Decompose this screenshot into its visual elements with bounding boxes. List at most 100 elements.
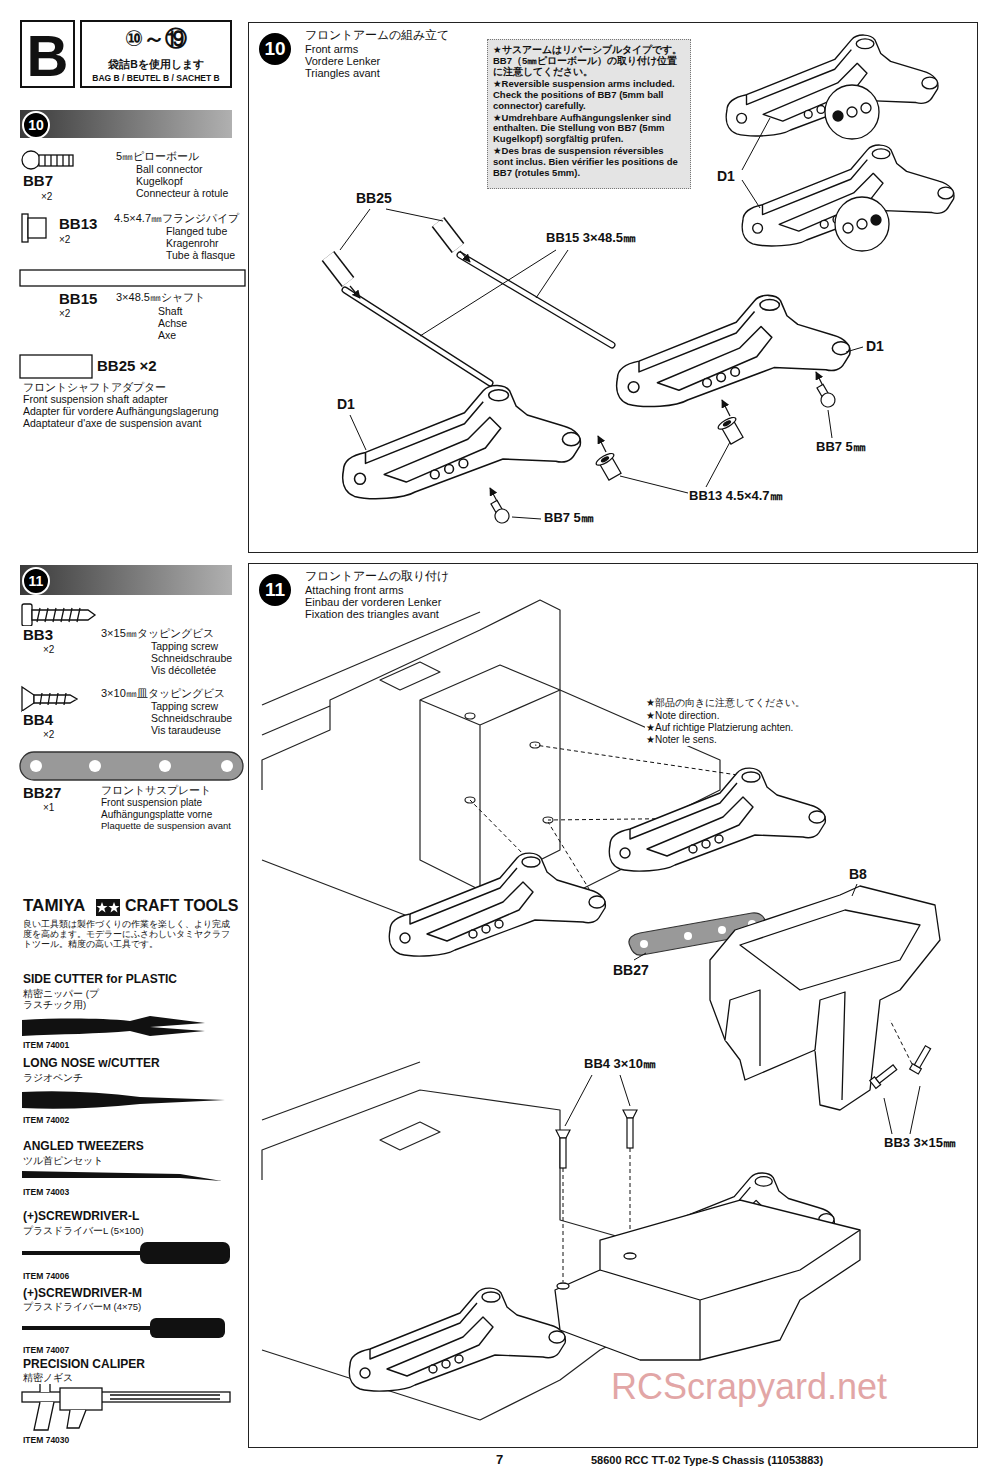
bulkhead: [815, 992, 845, 1100]
part-label: D1: [716, 168, 736, 184]
part-name: Kragenrohr: [165, 237, 220, 249]
watermark: RCScrapyard.net: [610, 1366, 888, 1407]
shaft-adapter: [438, 222, 458, 248]
tool-picture: [150, 1318, 225, 1338]
part-name: 3×15㎜タッピングビス: [100, 627, 215, 640]
bulkhead: [710, 886, 940, 1110]
tool-picture: [22, 1091, 225, 1109]
part-name: Tapping screw: [150, 700, 219, 712]
countersunk-screw-icon: [40, 693, 66, 705]
assembly-arrow: [722, 400, 730, 416]
item-number: ITEM 74030: [22, 1436, 70, 1446]
alignment-line: [563, 1168, 564, 1282]
tool-name-ja: ラジオペンチ: [22, 1073, 84, 1084]
part-label: D1: [336, 396, 356, 412]
countersunk-screw-icon: [22, 687, 77, 711]
tool-name: (+)SCREWDRIVER-M: [22, 1287, 143, 1301]
leader-line: [742, 118, 770, 170]
alignment-line: [535, 745, 751, 777]
note-text: ★部品の向きに注意してください。: [645, 697, 806, 709]
tool-picture: [22, 1016, 205, 1036]
flanged-tube-icon: [22, 214, 28, 242]
item-number: ITEM 74006: [22, 1272, 70, 1282]
part-code: BB25 ×2: [96, 357, 158, 374]
page-number: 7: [495, 1453, 504, 1468]
bag-letter: B: [22, 24, 73, 88]
brand-stars: [97, 902, 108, 913]
screw: [914, 1046, 930, 1068]
suspension-plate-icon: [89, 760, 101, 772]
chassis-outline: [262, 1062, 420, 1120]
assembly-arrow: [460, 251, 470, 262]
suspension-plate-icon: [20, 752, 243, 780]
step-title: フロントアームの取り付け: [305, 570, 449, 583]
leader-line: [846, 347, 863, 352]
tapping-screw-icon: [22, 604, 95, 626]
tool-name-ja: プラスドライバーL (5×100): [22, 1226, 145, 1237]
chassis-outline: [380, 662, 440, 690]
detail-magnifier: [861, 103, 871, 113]
brand-name: TAMIYA: [22, 896, 86, 916]
screw: [556, 1130, 570, 1138]
detail-magnifier: [825, 85, 879, 139]
detail-magnifier: [843, 223, 853, 233]
quantity: ×2: [40, 191, 53, 203]
quantity: ×2: [58, 234, 71, 246]
part-label: BB15 3×48.5㎜: [545, 231, 637, 246]
step-panel: 11フロントアームの取り付けAttaching front armsEinbau…: [248, 563, 978, 1448]
part-name: Ball connector: [135, 163, 204, 175]
part-name: Plaquette de suspension avant: [100, 821, 232, 832]
step-title: Triangles avant: [305, 67, 380, 80]
tool-name: SIDE CUTTER for PLASTIC: [22, 973, 178, 987]
step-title: Fixation des triangles avant: [305, 608, 439, 621]
part-name: Connecteur à rotule: [135, 187, 229, 199]
caliper-picture: [22, 1380, 230, 1430]
countersunk-screw-icon: [22, 687, 34, 711]
detail-magnifier: [847, 107, 857, 117]
bag-letter-box: B: [20, 20, 75, 88]
note-text: ★サスアームはリバーシブルタイプです。BB7（5㎜ピローボール）の取り付け位置に…: [493, 45, 685, 78]
leader-line: [884, 1098, 892, 1134]
shaft-adapter: [438, 222, 458, 248]
shaft-adapter: [328, 256, 348, 282]
shaft: [345, 255, 612, 383]
brand-stars: [96, 899, 120, 916]
part-label: BB7 5㎜: [815, 440, 867, 455]
ball-connector-icon: [22, 151, 73, 169]
shaft-adapter: [328, 256, 348, 282]
quantity: ×2: [42, 729, 55, 741]
flanged-tube: [595, 415, 746, 481]
part-name: Tube à flasque: [165, 249, 236, 261]
caliper-picture: [110, 1395, 220, 1399]
screw: [627, 1118, 633, 1148]
leader-line: [512, 517, 541, 519]
leader-line: [420, 250, 556, 336]
tool-picture: [22, 1326, 152, 1330]
part-code: BB27: [22, 784, 62, 801]
note-text: ★Des bras de suspension réversibles sont…: [493, 146, 685, 179]
bulkhead: [624, 1253, 636, 1259]
caliper-picture: [34, 1402, 54, 1430]
quantity: ×2: [42, 644, 55, 656]
part-name: Schneidschraube: [150, 712, 233, 724]
tool-picture: [140, 1242, 230, 1264]
part-name: 5㎜ピローボール: [115, 150, 200, 163]
shaft: [345, 290, 490, 383]
detail-magnifier: [857, 219, 867, 229]
shaft: [345, 290, 490, 383]
tool-picture: [22, 1171, 222, 1181]
quantity: ×1: [42, 802, 55, 814]
screw: [910, 1045, 933, 1074]
assembly-arrow: [350, 251, 824, 503]
ball-connector: [488, 383, 838, 526]
screw: [870, 1063, 898, 1088]
caliper-picture: [67, 1410, 86, 1428]
tool-note: 良い工具類は製作づくりの作業を楽しく、より完成度を高めます。モデラーにふさわしい…: [22, 920, 238, 949]
part-name: Vis décolletée: [150, 664, 217, 676]
step-panel: 10フロントアームの組み立てFront armsVordere LenkerTr…: [248, 22, 978, 553]
alignment-line: [890, 1020, 912, 1064]
ball-connector: [488, 499, 512, 526]
step-range: ⑩～⑲: [82, 26, 230, 51]
bag-note: 袋詰Bを使用します: [82, 58, 230, 70]
bulkhead: [725, 990, 760, 1066]
